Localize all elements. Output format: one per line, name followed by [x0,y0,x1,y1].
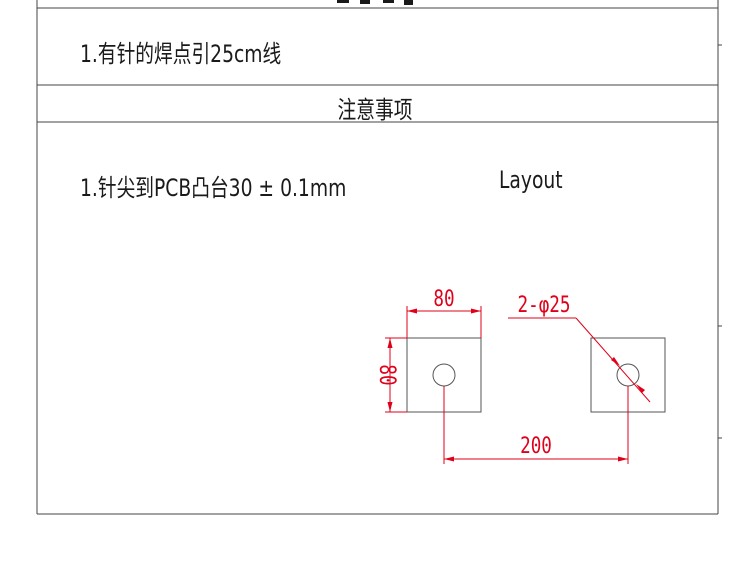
dim-arrow [618,456,628,462]
dim-arrow [387,402,393,412]
step-1-text: 1.有针的焊点引25cm线 [80,40,282,68]
hole-callout: 2-φ25 [518,292,571,317]
dim-arrow [471,308,481,314]
cropped-header-text [337,0,413,5]
callout-arrow [611,357,620,366]
dim-arrow [387,338,393,348]
dim-width-value: 80 [433,286,454,311]
dim-spacing-value: 200 [520,433,552,458]
callout-arrow [636,384,645,393]
dim-arrow [407,308,417,314]
table-grid [36,0,722,515]
pad-left-hole [432,363,456,387]
dim-arrow [444,456,454,462]
notes-heading: 注意事项 [337,96,413,124]
layout-label: Layout [499,166,563,194]
dim-height-value: 80 [374,364,399,385]
note-1-text: 1.针尖到PCB凸台30 ± 0.1mm [80,174,347,202]
pad-right-hole [616,363,640,387]
